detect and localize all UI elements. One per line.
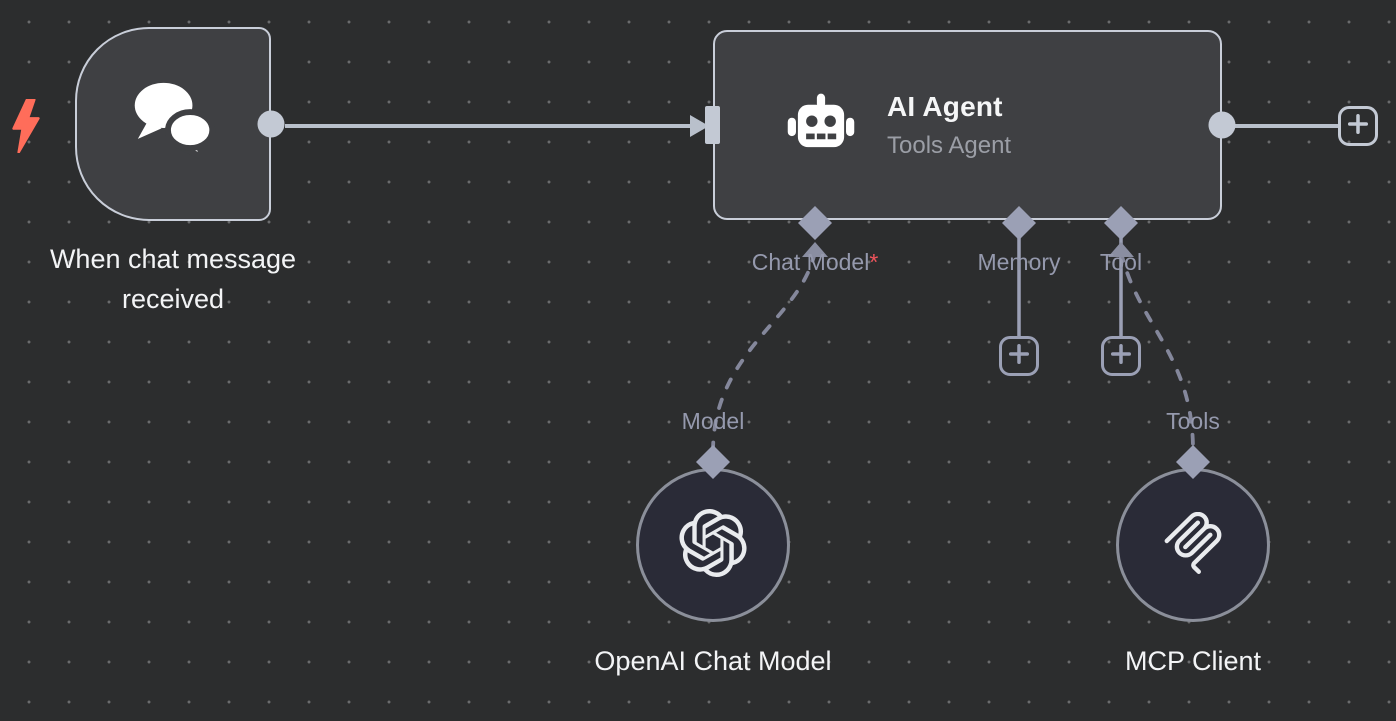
add-output-node-button[interactable] [1338,106,1378,146]
port-label-model: Model [613,408,813,435]
node-mcp-client[interactable] [1116,468,1270,622]
plus-icon [1008,343,1030,370]
node-chat-trigger[interactable] [75,27,271,221]
agent-node-subtitle: Tools Agent [887,131,1012,159]
port-label-text: Chat Model [751,249,870,275]
robot-icon [783,87,859,163]
openai-node-label: OpenAI Chat Model [594,646,832,676]
port-label-tools: Tools [1093,408,1293,435]
node-ai-agent[interactable]: AI Agent Tools Agent [713,30,1222,220]
plus-icon [1110,343,1132,370]
port-label-text: Model [681,408,745,434]
port-label-text: Tools [1166,408,1220,434]
port-label-tool: Tool [1021,249,1221,276]
add-memory-node-button[interactable] [999,336,1039,376]
required-marker: * [869,249,879,275]
port-label-chat-model: Chat Model* [715,249,915,276]
node-openai-chat-model[interactable] [636,468,790,622]
chat-bubbles-icon [127,79,219,164]
add-tool-node-button[interactable] [1101,336,1141,376]
port-label-text: Tool [1099,249,1143,275]
openai-logo-icon [679,508,747,582]
lightning-bolt-icon [10,98,42,154]
mcp-logo-icon [1162,511,1224,579]
trigger-node-label: When chat message received [49,244,297,314]
wire-arrowhead-icon [690,115,709,137]
mcp-node-label: MCP Client [1124,646,1262,676]
plus-icon [1347,113,1369,140]
agent-node-title: AI Agent [887,90,1003,122]
